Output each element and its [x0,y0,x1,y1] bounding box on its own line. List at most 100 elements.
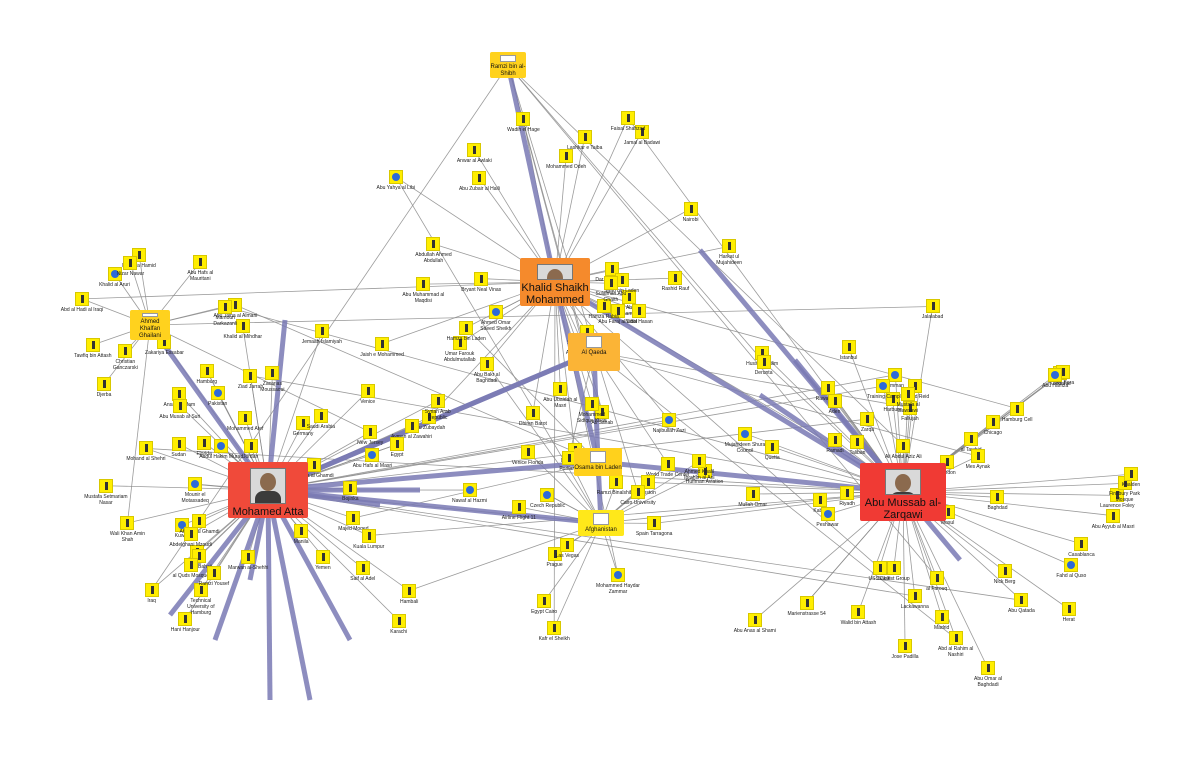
graph-node[interactable] [547,546,562,561]
graph-node[interactable] [97,377,111,392]
graph-node[interactable] [343,481,358,496]
graph-node[interactable] [391,613,406,628]
graph-node[interactable] [107,266,122,281]
graph-node[interactable] [885,391,900,406]
graph-node[interactable] [827,393,842,408]
graph-node[interactable] [997,564,1012,579]
graph-node[interactable] [1014,593,1029,608]
graph-node[interactable] [547,620,562,635]
graph-node[interactable] [985,415,1000,430]
graph-node[interactable] [981,661,996,676]
graph-node[interactable] [479,356,494,371]
graph-node[interactable] [197,435,212,450]
graph-node[interactable] [584,397,599,412]
graph-node[interactable] [296,416,311,431]
graph-node[interactable] [820,507,835,522]
graph-node[interactable] [525,405,540,420]
graph-node[interactable] [907,588,922,603]
graph-node[interactable] [474,271,489,286]
graph-node[interactable] [120,515,135,530]
graph-node[interactable] [841,340,856,355]
graph-node[interactable] [622,289,637,304]
graph-node[interactable] [172,398,187,413]
graph-node[interactable] [467,142,482,157]
graph-node[interactable] [472,171,487,186]
graph-node[interactable] [970,449,985,464]
graph-node[interactable] [375,336,390,351]
graph-node[interactable] [925,299,940,314]
graph-node[interactable] [183,557,198,572]
graph-node[interactable] [604,262,619,277]
graph-node[interactable] [1048,368,1063,383]
graph-node[interactable] [577,129,592,144]
graph-node[interactable] [238,411,253,425]
graph-node[interactable] [452,336,467,351]
graph-node[interactable] [235,319,250,334]
graph-node[interactable] [355,561,370,576]
graph-node[interactable] [934,609,949,624]
graph-node[interactable] [668,271,683,286]
graph-node[interactable] [388,169,403,184]
graph-node[interactable] [516,112,531,127]
graph-node[interactable] [609,475,624,490]
graph-node[interactable] [313,409,328,424]
graph-node[interactable] [459,320,474,335]
graph-node[interactable] [1110,488,1125,503]
graph-node[interactable] [74,291,89,306]
graph-node[interactable] [210,386,225,401]
graph-node[interactable] [314,324,329,339]
graph-node[interactable] [138,441,153,456]
graph-node[interactable] [1010,401,1025,416]
graph-node[interactable] [462,483,477,498]
graph-node[interactable] [1061,601,1076,616]
graph-node[interactable] [660,457,675,472]
graph-node[interactable] [537,594,552,609]
graph-node[interactable] [390,437,405,452]
graph-node[interactable] [520,445,535,460]
graph-node[interactable] [948,631,963,646]
graph-node[interactable] [404,419,419,434]
graph-node[interactable] [265,366,280,381]
graph-node[interactable] [596,299,611,314]
hub-node-zarqawi[interactable]: Abu Mussab al-Zarqawi [860,463,946,521]
graph-node[interactable] [929,570,944,585]
graph-node[interactable] [488,305,503,320]
graph-node[interactable] [306,458,321,472]
graph-node[interactable] [886,561,901,576]
graph-node[interactable] [603,276,618,291]
graph-node[interactable] [171,436,186,451]
graph-node[interactable] [990,490,1005,505]
graph-node[interactable] [876,379,891,394]
graph-node[interactable] [540,487,555,502]
graph-node[interactable] [1064,558,1079,573]
graph-node[interactable] [662,412,677,427]
graph-node[interactable] [827,432,842,447]
graph-node[interactable] [365,447,380,462]
graph-node[interactable] [722,239,737,254]
hub-node-ksm[interactable]: Khalid Shaikh Mohammed [520,258,590,306]
graph-node[interactable] [361,528,376,543]
graph-node[interactable] [901,387,916,402]
graph-node[interactable] [218,299,233,314]
graph-node[interactable] [738,426,752,441]
graph-node[interactable] [123,255,138,270]
graph-node[interactable] [765,439,780,454]
hub-node-binalshibh[interactable]: Ramzi bin al-Shibh [490,52,526,78]
graph-node[interactable] [511,499,526,514]
graph-node[interactable] [840,485,855,500]
graph-node[interactable] [243,368,258,383]
graph-node[interactable] [192,514,207,529]
graph-node[interactable] [632,303,647,318]
graph-node[interactable] [183,527,198,542]
graph-node[interactable] [426,236,441,251]
hub-node-ubl[interactable]: Osama bin Laden [574,448,622,476]
graph-node[interactable] [747,612,762,627]
graph-node[interactable] [898,638,913,653]
graph-node[interactable] [193,255,208,270]
hub-node-atta[interactable]: Mohamed Atta [228,462,308,518]
graph-node[interactable] [360,384,375,399]
graph-node[interactable] [683,201,698,216]
graph-node[interactable] [745,487,760,502]
graph-node[interactable] [560,537,575,552]
graph-node[interactable] [206,565,221,580]
